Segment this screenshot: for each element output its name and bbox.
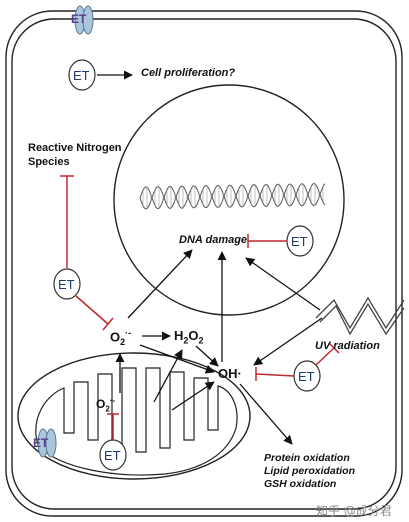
inhibit-et-to-oh — [255, 373, 295, 377]
et-node-top: ET — [68, 59, 96, 91]
h2o2-sub-b: 2 — [198, 335, 204, 346]
dna-strand-1 — [139, 183, 326, 210]
mitochondrion-cristae — [35, 367, 238, 476]
cell-membrane-inner — [11, 18, 397, 510]
et-node-top-label: ET — [73, 68, 90, 83]
inhibition-lines — [60, 175, 340, 440]
arrow-h2o2-to-oh — [195, 345, 219, 367]
species-hydroxyl: OH· — [218, 366, 242, 381]
activation-arrows — [97, 70, 323, 445]
label-rns-line2: Species — [28, 156, 70, 168]
label-uv-radiation: UV radiation — [315, 340, 380, 352]
h2o2-o: O — [188, 328, 199, 343]
superoxide-mito-sup: ·- — [109, 396, 116, 405]
arrow-oh-to-damage — [239, 383, 293, 445]
nucleus — [113, 84, 345, 316]
superoxide-main-sub: 2 — [120, 336, 126, 347]
label-lipid-peroxidation: Lipid peroxidation — [264, 465, 355, 477]
watermark: 知乎 @成分君 — [316, 504, 392, 518]
dna-strand-2 — [139, 182, 326, 210]
et-node-dna-label: ET — [291, 234, 308, 249]
inhibit-et-to-o2 — [75, 295, 109, 325]
species-superoxide-main: O2·- — [110, 328, 131, 347]
et-node-rns: ET — [53, 268, 81, 300]
et-node-dna: ET — [286, 225, 314, 257]
superoxide-mito-sub: 2 — [105, 404, 110, 414]
et-node-mito: ET — [99, 439, 127, 471]
arrow-mito-to-h2o2 — [153, 349, 183, 403]
arrow-o2-to-dna — [127, 249, 193, 319]
superoxide-main-o: O — [110, 329, 121, 345]
svg-text:ET: ET — [71, 12, 87, 26]
cell-membrane-outer — [5, 10, 403, 517]
dna-helix — [139, 182, 326, 210]
label-cell-proliferation: Cell proliferation? — [141, 67, 236, 79]
superoxide-mito-o: O — [96, 397, 106, 411]
arrow-mito-to-oh — [171, 381, 215, 411]
et-node-rns-label: ET — [58, 277, 75, 292]
et-node-oh-label: ET — [298, 369, 315, 384]
h2o2-sub-a: 2 — [183, 335, 189, 346]
et-node-oh: ET — [293, 360, 321, 392]
h2o2-h: H — [174, 328, 184, 343]
label-gsh-oxidation: GSH oxidation — [264, 478, 337, 490]
mitochondrion — [17, 352, 251, 480]
label-rns-line1: Reactive Nitrogen — [28, 142, 122, 154]
species-hydrogen-peroxide: H2O2 — [174, 328, 204, 346]
arrow-uv-to-oh — [253, 317, 323, 366]
superoxide-main-sup: ·- — [125, 328, 132, 338]
svg-text:ET: ET — [33, 436, 49, 450]
et-node-mito-label: ET — [104, 448, 121, 463]
uv-zigzag-icon — [315, 296, 405, 330]
membrane-transporter-mito: ET — [33, 428, 57, 458]
label-protein-oxidation: Protein oxidation — [264, 452, 350, 464]
species-superoxide-mito: O2·- — [96, 396, 115, 413]
membrane-transporter-top: ET — [71, 5, 94, 35]
label-dna-damage: DNA damage — [179, 234, 248, 246]
inhibit-et-to-uv — [315, 347, 335, 366]
arrow-uv-to-dna — [245, 257, 321, 311]
